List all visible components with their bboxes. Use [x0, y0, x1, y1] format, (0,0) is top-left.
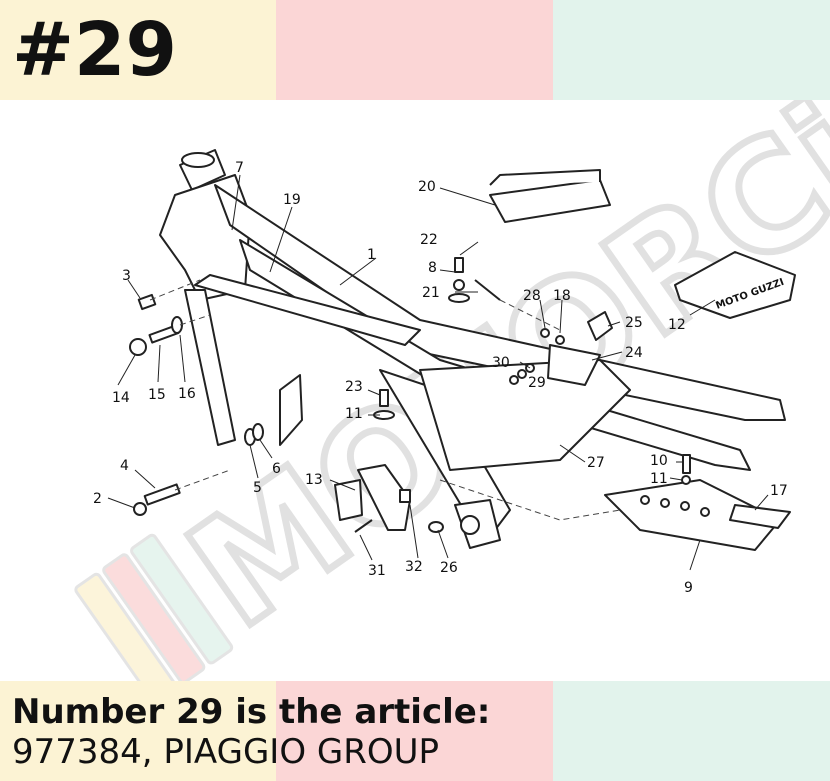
article-info: Number 29 is the article: 977384, PIAGGI… [12, 692, 490, 772]
callout-18: 18 [553, 288, 571, 304]
callout-30: 30 [492, 355, 510, 371]
callout-22: 22 [420, 232, 438, 248]
callout-25: 25 [625, 315, 643, 331]
footer-band-mint [553, 681, 830, 781]
callout-20: 20 [418, 179, 436, 195]
header-band-pink [276, 0, 553, 100]
callout-5: 5 [253, 480, 262, 496]
callout-6: 6 [272, 461, 281, 477]
header-band-mint [553, 0, 830, 100]
guide-lines [149, 279, 621, 521]
callout-19: 19 [283, 192, 301, 208]
callout-26: 26 [440, 560, 458, 576]
leader-lines [107, 174, 769, 571]
callout-21: 21 [422, 285, 440, 301]
callout-31: 31 [368, 563, 386, 579]
callout-7: 7 [235, 160, 244, 176]
callout-17: 17 [770, 483, 788, 499]
callout-11-a: 11 [345, 406, 363, 422]
header-band-yellow [0, 0, 276, 100]
article-heading: Number 29 is the article: [12, 692, 491, 732]
callout-3: 3 [122, 268, 131, 284]
footer-band [0, 681, 830, 781]
callout-4: 4 [120, 458, 129, 474]
callout-14: 14 [112, 390, 130, 406]
callout-10: 10 [650, 453, 668, 469]
page-title: #29 [12, 7, 177, 93]
header-band [0, 0, 830, 100]
callout-8: 8 [428, 260, 437, 276]
frame-drawing [129, 149, 796, 551]
callout-2: 2 [93, 491, 102, 507]
callout-32: 32 [405, 559, 423, 575]
callout-numbers: 1 2 3 4 5 6 7 8 9 10 11 11 12 13 14 15 1… [93, 160, 788, 596]
callout-27: 27 [587, 455, 605, 471]
callout-1: 1 [367, 247, 376, 263]
callout-11-b: 11 [650, 471, 668, 487]
footer-band-pink [276, 681, 553, 781]
callout-12: 12 [668, 317, 686, 333]
article-number-manufacturer: 977384, PIAGGIO GROUP [12, 732, 440, 772]
callout-29: 29 [528, 375, 546, 391]
exploded-parts-diagram: MOTORCiA [74, 100, 830, 681]
callout-28: 28 [523, 288, 541, 304]
callout-16: 16 [178, 386, 196, 402]
callout-23: 23 [345, 379, 363, 395]
callout-24: 24 [625, 345, 643, 361]
callout-15: 15 [148, 387, 166, 403]
callout-13: 13 [305, 472, 323, 488]
footer-band-yellow [0, 681, 276, 781]
callout-9: 9 [684, 580, 693, 596]
